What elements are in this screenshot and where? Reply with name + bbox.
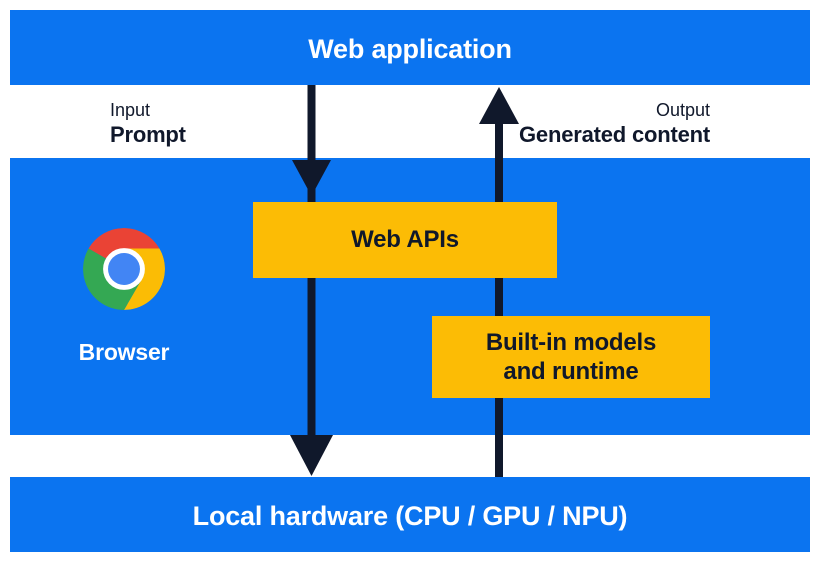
output-flow-value: Generated content — [519, 121, 710, 147]
node-builtin-models-line1: Built-in models — [485, 328, 657, 356]
chrome-logo-red-arc — [88, 228, 160, 259]
input-flow-kind: Input — [110, 100, 151, 120]
chrome-logo-blue-center — [108, 253, 140, 285]
layer-local-hardware-label: Local hardware (CPU / GPU / NPU) — [192, 501, 628, 531]
chrome-logo-icon — [83, 228, 165, 310]
input-flow-label: Input Prompt — [110, 100, 186, 149]
input-flow-value: Prompt — [110, 121, 186, 147]
output-flow-kind: Output — [655, 100, 710, 120]
node-web-apis-label: Web APIs — [351, 226, 459, 254]
node-web-apis[interactable]: Web APIs — [253, 202, 557, 278]
layer-web-application: Web application — [10, 10, 810, 85]
chrome-logo-yellow-arc — [124, 248, 165, 310]
layer-web-application-label: Web application — [308, 34, 512, 64]
node-builtin-models-line2: and runtime — [503, 358, 639, 385]
chrome-logo-green-arc — [83, 248, 142, 310]
layer-browser-label: Browser — [78, 339, 170, 365]
layer-local-hardware: Local hardware (CPU / GPU / NPU) — [10, 477, 810, 552]
output-flow-label: Output Generated content — [519, 100, 710, 149]
node-builtin-models-runtime[interactable]: Built-in models and runtime — [432, 316, 710, 398]
